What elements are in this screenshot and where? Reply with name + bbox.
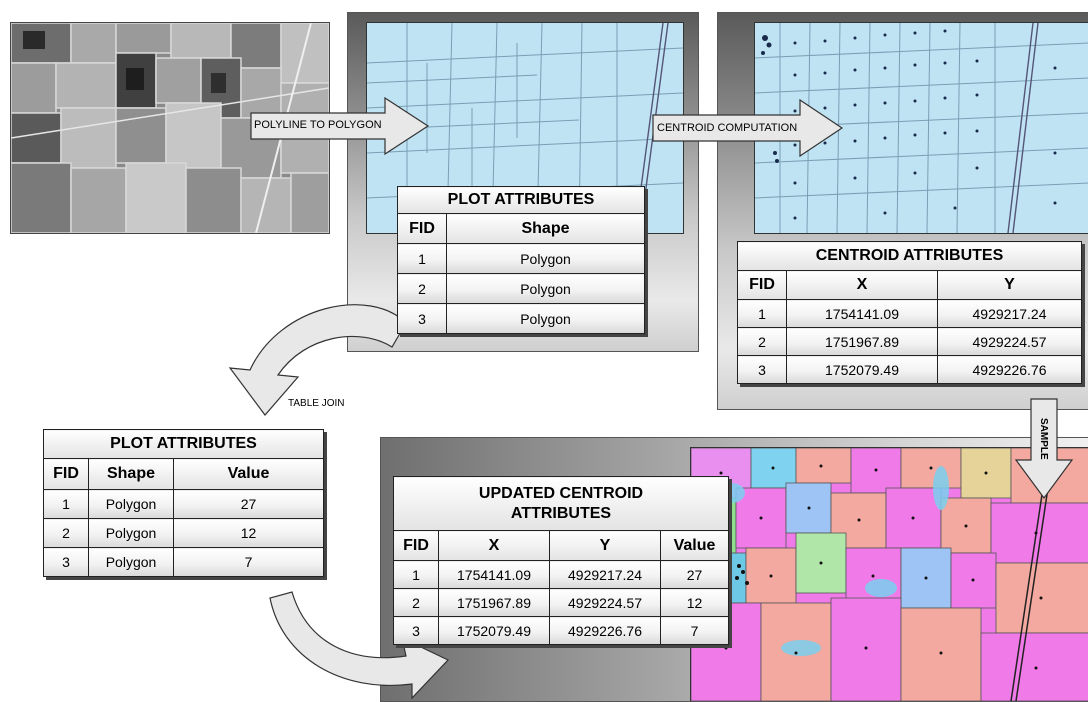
plot-attributes-joined-table: PLOT ATTRIBUTES FID Shape Value 1 Polygo… — [43, 429, 324, 577]
sample-label: SAMPLE — [1038, 418, 1049, 460]
column-header: FID — [44, 459, 89, 490]
fid-cell: 1 — [738, 300, 787, 328]
table-row: 2 Polygon 12 — [44, 519, 324, 548]
value-cell: 7 — [174, 548, 324, 577]
shape-cell: Polygon — [89, 490, 174, 519]
table-title: UPDATED CENTROID ATTRIBUTES — [394, 477, 729, 531]
table-title: PLOT ATTRIBUTES — [44, 430, 324, 459]
value-cell: 12 — [661, 589, 729, 617]
table-title: PLOT ATTRIBUTES — [398, 187, 645, 214]
table-row: 1 1754141.09 4929217.24 — [738, 300, 1082, 328]
table-row: 1 Polygon — [398, 244, 645, 274]
value-cell: 12 — [174, 519, 324, 548]
x-cell: 1752079.49 — [439, 617, 550, 645]
fid-cell: 2 — [394, 589, 439, 617]
table-join-label: TABLE JOIN — [288, 398, 345, 409]
table-row: 2 1751967.89 4929224.57 12 — [394, 589, 729, 617]
fid-cell: 1 — [398, 244, 447, 274]
shape-cell: Polygon — [89, 548, 174, 577]
shape-cell: Polygon — [447, 304, 645, 334]
plot-attributes-table: PLOT ATTRIBUTES FID Shape 1 Polygon 2 Po… — [397, 186, 645, 334]
column-header: Shape — [89, 459, 174, 490]
x-cell: 1751967.89 — [787, 328, 938, 356]
fid-cell: 3 — [44, 548, 89, 577]
column-header: Value — [174, 459, 324, 490]
column-header: Value — [661, 531, 729, 561]
column-header: FID — [398, 214, 447, 244]
column-header: X — [787, 271, 938, 300]
table-title: CENTROID ATTRIBUTES — [738, 242, 1082, 271]
shape-cell: Polygon — [447, 244, 645, 274]
table-row: 3 1752079.49 4929226.76 7 — [394, 617, 729, 645]
table-row: 3 Polygon — [398, 304, 645, 334]
fid-cell: 3 — [394, 617, 439, 645]
shape-cell: Polygon — [89, 519, 174, 548]
y-cell: 4929217.24 — [938, 300, 1082, 328]
value-cell: 27 — [174, 490, 324, 519]
column-header: Y — [938, 271, 1082, 300]
fid-cell: 1 — [44, 490, 89, 519]
fid-cell: 2 — [738, 328, 787, 356]
table-row: 1 Polygon 27 — [44, 490, 324, 519]
table-row: 3 Polygon 7 — [44, 548, 324, 577]
column-header: X — [439, 531, 550, 561]
y-cell: 4929224.57 — [938, 328, 1082, 356]
fid-cell: 1 — [394, 561, 439, 589]
table-row: 2 Polygon — [398, 274, 645, 304]
x-cell: 1751967.89 — [439, 589, 550, 617]
value-cell: 7 — [661, 617, 729, 645]
x-cell: 1754141.09 — [439, 561, 550, 589]
x-cell: 1752079.49 — [787, 356, 938, 384]
column-header: FID — [394, 531, 439, 561]
column-header: Shape — [447, 214, 645, 244]
y-cell: 4929226.76 — [938, 356, 1082, 384]
column-header: Y — [550, 531, 661, 561]
centroid-attributes-table: CENTROID ATTRIBUTES FID X Y 1 1754141.09… — [737, 241, 1082, 384]
shape-cell: Polygon — [447, 274, 645, 304]
column-header: FID — [738, 271, 787, 300]
value-cell: 27 — [661, 561, 729, 589]
y-cell: 4929217.24 — [550, 561, 661, 589]
fid-cell: 3 — [738, 356, 787, 384]
fid-cell: 2 — [44, 519, 89, 548]
y-cell: 4929224.57 — [550, 589, 661, 617]
centroid-computation-label: CENTROID COMPUTATION — [657, 122, 797, 134]
polyline-to-polygon-label: POLYLINE TO POLYGON — [254, 119, 382, 131]
updated-centroid-attributes-table: UPDATED CENTROID ATTRIBUTES FID X Y Valu… — [393, 476, 729, 645]
fid-cell: 2 — [398, 274, 447, 304]
table-row: 3 1752079.49 4929226.76 — [738, 356, 1082, 384]
fid-cell: 3 — [398, 304, 447, 334]
table-row: 1 1754141.09 4929217.24 27 — [394, 561, 729, 589]
table-row: 2 1751967.89 4929224.57 — [738, 328, 1082, 356]
y-cell: 4929226.76 — [550, 617, 661, 645]
x-cell: 1754141.09 — [787, 300, 938, 328]
